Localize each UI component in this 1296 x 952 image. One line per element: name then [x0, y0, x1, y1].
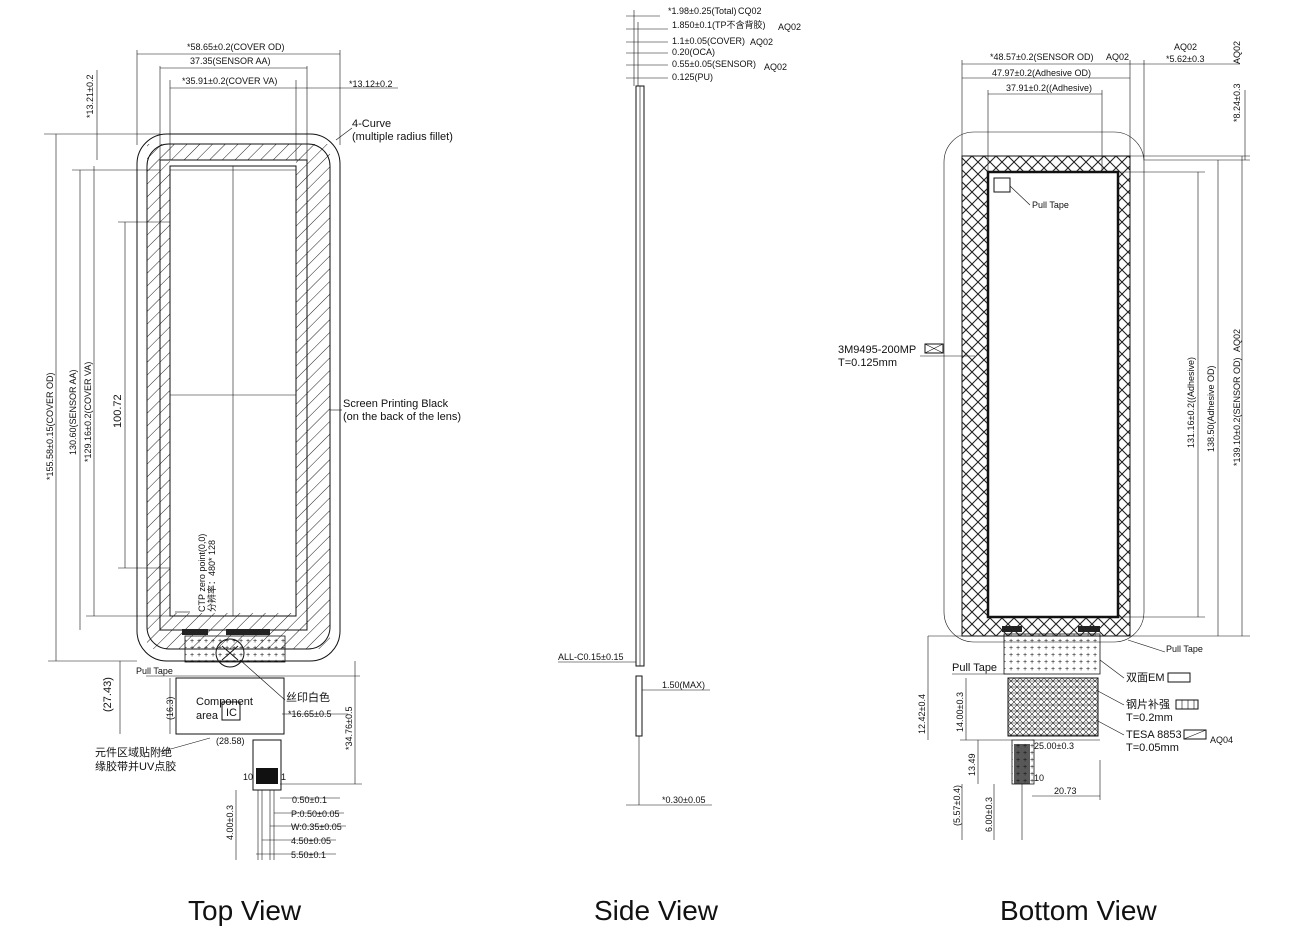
pull-tape-left: Pull Tape	[952, 662, 997, 674]
oca-thickness: 0.20(OCA)	[672, 47, 715, 57]
height-6-dim: 6.00±0.3	[984, 797, 994, 832]
adhesive-dim: 37.91±0.2((Adhesive)	[1006, 83, 1092, 93]
component-note-2: 缘胶带并UV点胶	[95, 759, 176, 773]
side-rev-2: AQ02	[778, 22, 801, 32]
side-rev-4: AQ02	[764, 62, 787, 72]
fpc-length-dim: 4.00±0.3	[225, 805, 235, 840]
top-offset-dim: *8.24±0.3	[1232, 84, 1242, 122]
em-tape-icon	[1167, 672, 1191, 683]
width-16-dim: *16.65±0.5	[288, 709, 331, 719]
fpc-dim-1: 0.50±0.1	[292, 795, 327, 805]
steel-thickness: T=0.2mm	[1126, 712, 1173, 724]
curve-desc: (multiple radius fillet)	[352, 131, 453, 143]
component-label: Component	[196, 696, 253, 708]
width-25-dim: 25.00±0.3	[1034, 741, 1074, 751]
fpc-dim-3: W:0.35±0.05	[291, 822, 342, 832]
cover-od-height: *155.58±0.15(COVER OD)	[45, 373, 55, 481]
height-5-dim: (5.57±0.4)	[952, 785, 962, 826]
side-rev-3: AQ02	[750, 37, 773, 47]
tp-thickness: 1.850±0.1(TP不含背胶)	[672, 19, 765, 30]
cover-va-dim: *35.91±0.2(COVER VA)	[182, 76, 277, 86]
tesa-label: TESA 8853	[1126, 729, 1182, 741]
sensor-od-height-dim: *139.10±0.2(SENSOR OD)	[1232, 358, 1242, 466]
steel-label: 钢片补强	[1126, 698, 1170, 711]
sensor-od-height-rev: AQ02	[1232, 329, 1242, 352]
width-20-dim: 20.73	[1054, 786, 1077, 796]
side-view: *1.98±0.25(Total) CQ02 1.850±0.1(TP不含背胶)…	[558, 6, 801, 806]
silk-label: 丝印白色	[286, 690, 330, 704]
tesa-icon	[1183, 729, 1207, 740]
bottom-view: *48.57±0.2(SENSOR OD) AQ02 47.97±0.2(Adh…	[838, 41, 1250, 840]
resolution-label: 分辨率：480* 128	[206, 540, 217, 612]
cover-thickness: 1.1±0.05(COVER)	[672, 36, 745, 46]
fpc-dim-5: 5.50±0.1	[291, 850, 326, 860]
total-thickness: *1.98±0.25(Total)	[668, 6, 736, 16]
height-16: (16.3)	[165, 696, 175, 720]
bottom-view-title: Bottom View	[1000, 895, 1157, 926]
adhesive-cross-icon	[924, 343, 944, 354]
top-margin-dim: *13.21±0.2	[85, 75, 95, 118]
sensor-aa-height: 130.60(SENSOR AA)	[68, 369, 78, 455]
tesa-thickness: T=0.05mm	[1126, 742, 1179, 754]
bottom-pin-10: 10	[1034, 773, 1044, 783]
fpc-dim-2: P:0.50±0.05	[291, 809, 339, 819]
right-margin-dim: *13.12±0.2	[349, 79, 392, 89]
side-view-title: Side View	[594, 895, 719, 926]
pu-thickness: 0.125(PU)	[672, 72, 713, 82]
max-thickness: 1.50(MAX)	[662, 680, 705, 690]
ic-label: IC	[226, 707, 237, 719]
cover-od-dim: *58.65±0.2(COVER OD)	[187, 42, 284, 52]
tape-name-label: 3M9495-200MP	[838, 344, 916, 356]
area-label: area	[196, 710, 219, 722]
top-view-title: Top View	[188, 895, 302, 926]
height-100: 100.72	[112, 394, 124, 428]
screen-print-label: Screen Printing Black	[343, 398, 449, 410]
pin-1-label: 1	[281, 772, 286, 782]
pull-tape-top: Pull Tape	[1032, 200, 1069, 210]
sensor-od-rev: AQ02	[1106, 52, 1129, 62]
steel-icon	[1175, 699, 1199, 710]
sensor-aa-dim: 37.35(SENSOR AA)	[190, 56, 271, 66]
ctp-zero-label: CTP zero point(0,0)	[197, 534, 207, 612]
fpc-dim-4: 4.50±0.05	[291, 836, 331, 846]
pull-tape-right: Pull Tape	[1166, 644, 1203, 654]
cover-va-height: *129.16±0.2(COVER VA)	[83, 362, 93, 462]
width-28-dim: (28.58)	[216, 736, 245, 746]
screen-print-desc: (on the back of the lens)	[343, 411, 461, 423]
adhesive-height-dim: 131.16±0.2((Adhesive)	[1186, 357, 1196, 448]
chamfer-label: ALL-C0.15±0.15	[558, 652, 623, 662]
height-12-dim: 12.42±0.4	[917, 694, 927, 734]
bottom-rev-top: AQ02	[1174, 42, 1197, 52]
curve-label: 4-Curve	[352, 118, 391, 130]
height-13-dim: 13.49	[967, 753, 977, 776]
right-offset-dim: *5.62±0.3	[1166, 54, 1204, 64]
height-27: (27.43)	[102, 677, 114, 712]
adhesive-od-dim: 47.97±0.2(Adhesive OD)	[992, 68, 1091, 78]
height-34-dim: *34.76±0.5	[344, 707, 354, 750]
height-14-dim: 14.00±0.3	[955, 692, 965, 732]
sensor-thickness: 0.55±0.05(SENSOR)	[672, 59, 756, 69]
top-view: *58.65±0.2(COVER OD) 37.35(SENSOR AA) *3…	[44, 42, 461, 860]
fpc-thickness: *0.30±0.05	[662, 795, 705, 805]
side-rev-1: CQ02	[738, 6, 762, 16]
em-label: 双面EM	[1126, 671, 1165, 684]
pull-tape-label: Pull Tape	[136, 666, 173, 676]
component-note-1: 元件区域贴附绝	[95, 745, 172, 759]
pin-10-label: 10	[243, 772, 253, 782]
sensor-od-dim: *48.57±0.2(SENSOR OD)	[990, 52, 1093, 62]
adhesive-od-height-dim: 138.50(Adhesive OD)	[1206, 365, 1216, 452]
tape-thickness-label: T=0.125mm	[838, 357, 897, 369]
tesa-rev: AQ04	[1210, 735, 1233, 745]
right-offset-rev: AQ02	[1232, 41, 1242, 64]
